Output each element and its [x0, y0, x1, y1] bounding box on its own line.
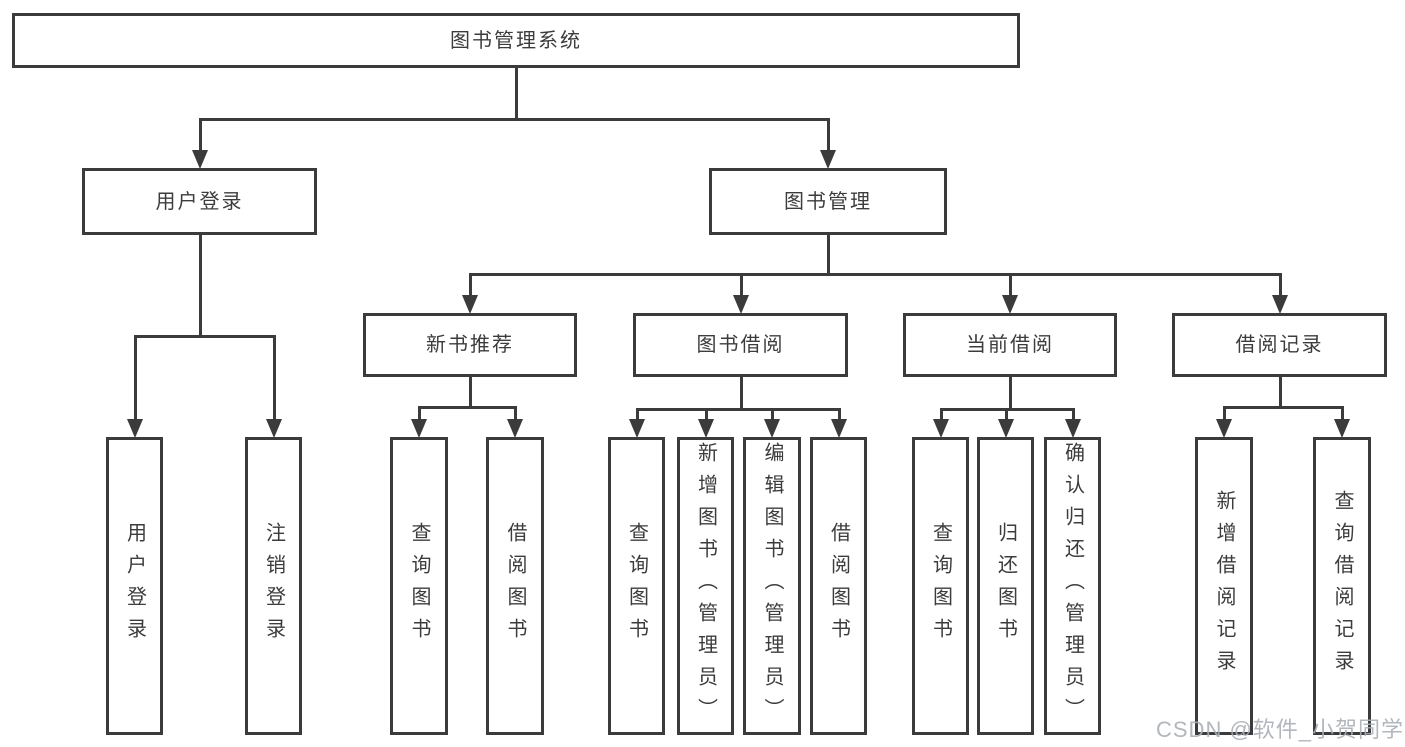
node-leaf-user-login: 用户登录 [106, 437, 163, 735]
connector-trunk [827, 235, 830, 276]
connector-rail [134, 335, 276, 338]
node-label: 借阅图书 [504, 522, 526, 650]
node-leaf-query-books-3: 查询图书 [912, 437, 969, 735]
connector-drop [838, 408, 841, 422]
node-leaf-query-books-1: 查询图书 [390, 437, 448, 735]
connector-trunk [1009, 377, 1012, 411]
node-label: 新增图书（管理员） [694, 442, 717, 730]
node-root: 图书管理系统 [12, 13, 1020, 68]
connector-drop [1072, 408, 1075, 422]
connector-drop [636, 408, 639, 422]
node-label: 用户登录 [123, 522, 146, 650]
connector-rail [469, 273, 1282, 276]
connector-drop [705, 408, 708, 422]
arrow-down-icon [1334, 419, 1350, 438]
arrow-down-icon [831, 419, 847, 438]
node-label: 图书管理系统 [450, 29, 582, 52]
arrow-down-icon [764, 419, 780, 438]
connector-drop [740, 273, 743, 298]
node-label: 确认归还（管理员） [1061, 442, 1084, 730]
connector-drop [469, 273, 472, 298]
node-label: 用户登录 [155, 190, 244, 213]
connector-trunk [469, 377, 472, 409]
connector-trunk [740, 377, 743, 411]
node-leaf-add-books: 新增图书（管理员） [677, 437, 734, 735]
node-leaf-borrow-books-2: 借阅图书 [810, 437, 867, 735]
connector-drop [1005, 408, 1008, 422]
connector-drop [771, 408, 774, 422]
arrow-down-icon [266, 419, 282, 438]
connector-trunk [515, 68, 518, 121]
node-label: 归还图书 [994, 522, 1017, 650]
node-current-borrow: 当前借阅 [903, 313, 1117, 377]
node-label: 查询图书 [408, 522, 430, 650]
node-label: 注销登录 [262, 522, 285, 650]
connector-trunk [199, 235, 202, 338]
node-leaf-add-record: 新增借阅记录 [1195, 437, 1253, 735]
arrow-down-icon [1272, 295, 1288, 314]
node-leaf-logout: 注销登录 [245, 437, 302, 735]
node-new-book-rec: 新书推荐 [363, 313, 577, 377]
arrow-down-icon [411, 419, 427, 438]
node-leaf-edit-books: 编辑图书（管理员） [743, 437, 801, 735]
node-label: 借阅记录 [1235, 334, 1324, 356]
connector-drop [199, 118, 202, 153]
arrow-down-icon [933, 419, 949, 438]
arrow-down-icon [820, 150, 836, 169]
node-label: 借阅图书 [827, 522, 850, 650]
arrow-down-icon [127, 419, 143, 438]
connector-rail [636, 408, 841, 411]
node-label: 查询借阅记录 [1331, 490, 1353, 682]
connector-drop [1009, 273, 1012, 298]
connector-drop [1279, 273, 1282, 298]
node-leaf-borrow-books-1: 借阅图书 [486, 437, 544, 735]
connector-drop [273, 335, 276, 422]
node-label: 查询图书 [929, 522, 952, 650]
node-label: 当前借阅 [966, 334, 1054, 356]
node-label: 查询图书 [625, 522, 648, 650]
node-book-mgmt: 图书管理 [709, 168, 947, 235]
watermark: CSDN @软件_小贺同学 [1156, 717, 1405, 742]
connector-drop [514, 406, 517, 422]
node-label: 编辑图书（管理员） [761, 442, 783, 730]
connector-drop [1341, 406, 1344, 422]
node-user-login: 用户登录 [82, 168, 317, 235]
arrow-down-icon [998, 419, 1014, 438]
arrow-down-icon [192, 150, 208, 169]
connector-rail [199, 118, 830, 121]
node-borrow-records: 借阅记录 [1172, 313, 1387, 377]
node-label: 新增借阅记录 [1213, 490, 1235, 682]
arrow-down-icon [1216, 419, 1232, 438]
node-leaf-query-books-2: 查询图书 [608, 437, 665, 735]
arrow-down-icon [1065, 419, 1081, 438]
arrow-down-icon [507, 419, 523, 438]
node-label: 图书借阅 [696, 334, 785, 356]
connector-drop [827, 118, 830, 153]
node-leaf-query-record: 查询借阅记录 [1313, 437, 1371, 735]
node-label: 新书推荐 [426, 334, 514, 356]
arrow-down-icon [1002, 295, 1018, 314]
node-leaf-confirm-return: 确认归还（管理员） [1044, 437, 1101, 735]
node-book-borrow: 图书借阅 [633, 313, 848, 377]
node-label: 图书管理 [784, 190, 872, 213]
connector-rail [1223, 406, 1344, 409]
node-leaf-return-books: 归还图书 [977, 437, 1034, 735]
connector-rail [418, 406, 517, 409]
connector-drop [1223, 406, 1226, 422]
connector-drop [418, 406, 421, 422]
connector-drop [940, 408, 943, 422]
connector-drop [134, 335, 137, 422]
arrow-down-icon [733, 295, 749, 314]
connector-trunk [1279, 377, 1282, 409]
arrow-down-icon [462, 295, 478, 314]
arrow-down-icon [629, 419, 645, 438]
arrow-down-icon [698, 419, 714, 438]
